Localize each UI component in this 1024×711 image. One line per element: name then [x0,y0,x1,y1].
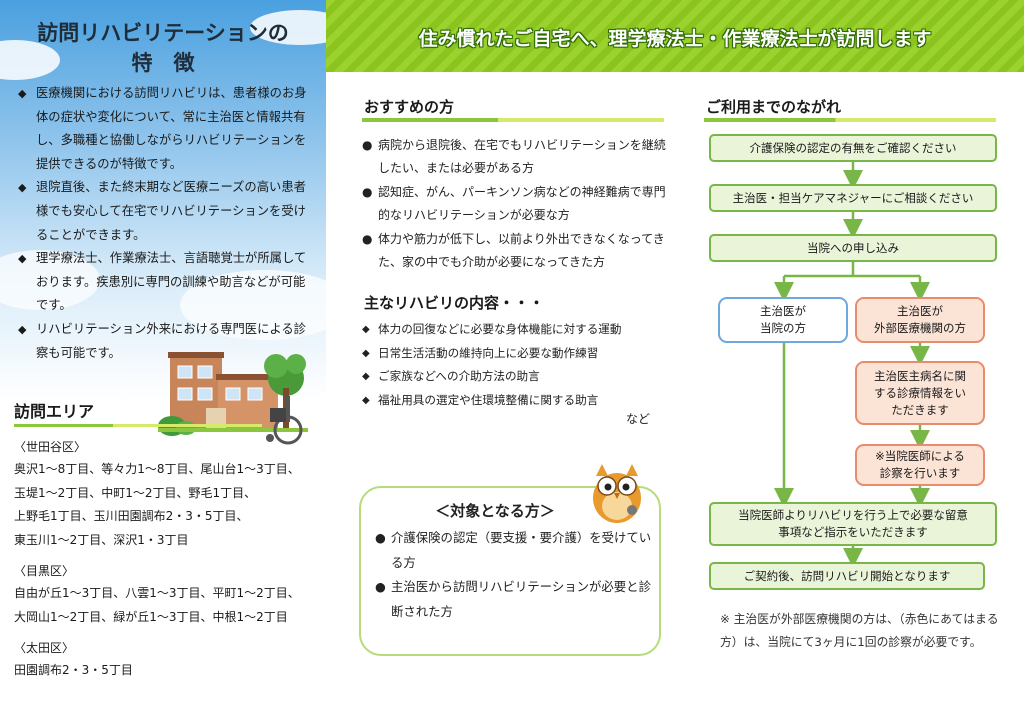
recommend-title: おすすめの方 [364,98,455,116]
content-text: 日常生活活動の維持向上に必要な動作練習 [378,345,599,360]
flow-step-text: 主治医が 外部医療機関の方 [874,304,966,335]
content-item: ◆ 福祉用具の選定や住環境整備に関する助言 [362,389,662,413]
flow-step-2: 主治医・担当ケアマネジャーにご相談ください [709,184,997,212]
recommend-underline [362,118,664,122]
house-illustration-icon [158,352,308,445]
area-line: 田園調布2・3・5丁目 [14,663,133,677]
ward-label: 〈目黒区〉 [14,564,75,578]
flow-step-text: 主治医が 当院の方 [760,304,806,335]
flow-underline [704,118,996,122]
flow-step-text: 当院医師よりリハビリを行う上で必要な留意 事項など指示をいただきます [738,508,968,539]
flow-step-text: 当院への申し込み [807,240,899,255]
ward-label: 〈太田区〉 [14,641,75,655]
cloud [0,250,100,310]
dot-bullet-icon: ● [375,530,386,545]
area-list: 〈世田谷区〉 奥沢1～8丁目、等々力1～8丁目、尾山台1～3丁目、 玉堤1～2丁… [14,436,324,691]
flow-step-text: 介護保険の認定の有無をご確認ください [749,140,957,155]
recommend-item: ● 病院から退院後、在宅でもリハビリテーションを継続したい、または必要がある方 [362,134,667,181]
area-line: 自由が丘1～3丁目、八雲1～3丁目、平町1～2丁目、 [14,586,300,600]
feature-item: ◆ 医療機関における訪問リハビリは、患者様のお身体の症状や変化について、常に主治医… [18,82,313,176]
header-banner: 住み慣れたご自宅へ、理学療法士・作業療法士が訪問します [326,0,1024,72]
flow-step-text: ※当院医師による 診察を行います [875,449,965,480]
content-item: ◆ 体力の回復などに必要な身体機能に対する運動 [362,318,662,342]
recommend-list: ● 病院から退院後、在宅でもリハビリテーションを継続したい、または必要がある方 ●… [362,134,667,274]
target-text: 主治医から訪問リハビリテーションが必要と診断された方 [391,579,651,619]
features-title: 訪問リハビリテーションの 特 徴 [0,18,326,78]
content-item: ◆ 日常生活活動の維持向上に必要な動作練習 [362,342,662,366]
target-text: 介護保険の認定（要支援・要介護）を受けている方 [391,530,652,570]
ward-label: 〈世田谷区〉 [14,440,87,454]
content-text: 福祉用具の選定や住環境整備に関する助言 [378,392,599,407]
dot-bullet-icon: ● [375,579,386,595]
contents-suffix: など [626,412,651,426]
flow-step-4: 当院医師よりリハビリを行う上で必要な留意 事項など指示をいただきます [709,502,997,546]
flow-step-text: 主治医・担当ケアマネジャーにご相談ください [732,190,974,205]
flow-branch-internal: 主治医が 当院の方 [718,297,848,343]
content-text: ご家族などへの介助方法の助言 [378,369,540,383]
area-group-setagaya: 〈世田谷区〉 奥沢1～8丁目、等々力1～8丁目、尾山台1～3丁目、 玉堤1～2丁… [14,436,324,552]
diamond-bullet-icon: ◆ [362,371,370,382]
feature-item: ◆ 退院直後、また終末期など医療ニーズの高い患者様でも安心して在宅でリハビリテーシ… [18,176,313,247]
area-line: 大岡山1～2丁目、緑が丘1～3丁目、中根1～2丁目 [14,609,288,624]
recommend-item: ● 体力や筋力が低下し、以前より外出できなくなってきた、家の中でも介助が必要になっ… [362,228,667,275]
features-list: ◆ 医療機関における訪問リハビリは、患者様のお身体の症状や変化について、常に主治医… [18,82,313,365]
target-list: ● 介護保険の認定（要支援・要介護）を受けている方 ● 主治医から訪問リハビリテーシ… [375,526,655,624]
flow-step-text: 主治医主病名に関 する診療情報をい ただきます [874,368,966,417]
area-line: 東玉川1～2丁目、深沢1・3丁目 [14,532,189,547]
target-title: ＜対象となる方＞ [435,502,555,520]
flow-step-1: 介護保険の認定の有無をご確認ください [709,134,997,162]
flow-step-5: ご契約後、訪問リハビリ開始となります [709,562,985,590]
flow-step-referral-info: 主治医主病名に関 する診療情報をい ただきます [855,361,985,425]
recommend-text: 病院から退院後、在宅でもリハビリテーションを継続したい、または必要がある方 [378,138,666,176]
recommend-text: 体力や筋力が低下し、以前より外出できなくなってきた、家の中でも介助が必要になって… [378,231,665,270]
features-title-line1: 訪問リハビリテーションの [37,21,289,45]
feature-item: ◆ 理学療法士、作業療法士、言語聴覚士が所属しております。疾患別に専門の訓練や助言… [18,247,313,318]
diamond-bullet-icon: ◆ [362,324,370,335]
diamond-bullet-icon: ◆ [362,347,370,359]
area-title-underline [14,424,262,427]
feature-text: 医療機関における訪問リハビリは、患者様のお身体の症状や変化について、常に主治医と… [36,86,307,171]
target-item: ● 主治医から訪問リハビリテーションが必要と診断された方 [375,575,655,624]
flow-branch-external: 主治医が 外部医療機関の方 [855,297,985,343]
area-group-ota: 〈太田区〉 田園調布2・3・5丁目 [14,637,324,683]
flow-title: ご利用までのながれ [706,98,842,116]
area-line: 上野毛1丁目、玉川田園調布2・3・5丁目、 [14,509,249,523]
area-title: 訪問エリア [14,402,95,421]
flow-step-examination: ※当院医師による 診察を行います [855,444,985,486]
diamond-bullet-icon: ◆ [362,394,370,406]
cloud [180,270,326,340]
feature-item: ◆ リハビリテーション外来における専門医による診察も可能です。 [18,318,313,365]
recommend-item: ● 認知症、がん、パーキンソン病などの神経難病で専門的なリハビリテーションが必要な… [362,181,667,228]
feature-text: リハビリテーション外来における専門医による診察も可能です。 [36,321,306,360]
dot-bullet-icon: ● [362,184,373,199]
feature-text: 退院直後、また終末期など医療ニーズの高い患者様でも安心して在宅でリハビリテーショ… [36,180,306,242]
flow-step-3: 当院への申し込み [709,234,997,262]
target-item: ● 介護保険の認定（要支援・要介護）を受けている方 [375,526,655,575]
feature-text: 理学療法士、作業療法士、言語聴覚士が所属しております。疾患別に専門の訓練や助言な… [36,251,307,313]
sky-background [0,0,326,400]
features-title-line2: 特 徴 [131,51,195,75]
area-line: 玉堤1～2丁目、中町1～2丁目、野毛1丁目、 [14,485,257,500]
content-item: ◆ ご家族などへの介助方法の助言 [362,365,662,389]
dot-bullet-icon: ● [362,231,373,246]
content-list: ◆ 体力の回復などに必要な身体機能に対する運動 ◆ 日常生活活動の維持向上に必要な動… [362,318,662,412]
area-line: 奥沢1～8丁目、等々力1～8丁目、尾山台1～3丁目、 [14,462,300,476]
dot-bullet-icon: ● [362,138,373,152]
diamond-bullet-icon: ◆ [18,181,27,195]
content-text: 体力の回復などに必要な身体機能に対する運動 [378,322,622,336]
diamond-bullet-icon: ◆ [18,87,27,100]
flow-step-text: ご契約後、訪問リハビリ開始となります [743,568,951,583]
recommend-text: 認知症、がん、パーキンソン病などの神経難病で専門的なリハビリテーションが必要な方 [378,184,666,223]
diamond-bullet-icon: ◆ [18,322,27,336]
area-group-meguro: 〈目黒区〉 自由が丘1～3丁目、八雲1～3丁目、平町1～2丁目、 大岡山1～2丁… [14,560,324,629]
owl-mascot-icon [593,464,641,523]
flow-note: ※ 主治医が外部医療機関の方は、（赤色にあてはまる方）は、当院にて3ヶ月に1回の… [720,612,999,649]
cloud [250,10,326,45]
diamond-bullet-icon: ◆ [18,252,27,266]
banner-text: 住み慣れたご自宅へ、理学療法士・作業療法士が訪問します [418,28,932,50]
content-title: 主なリハビリの内容・・・ [364,294,545,312]
